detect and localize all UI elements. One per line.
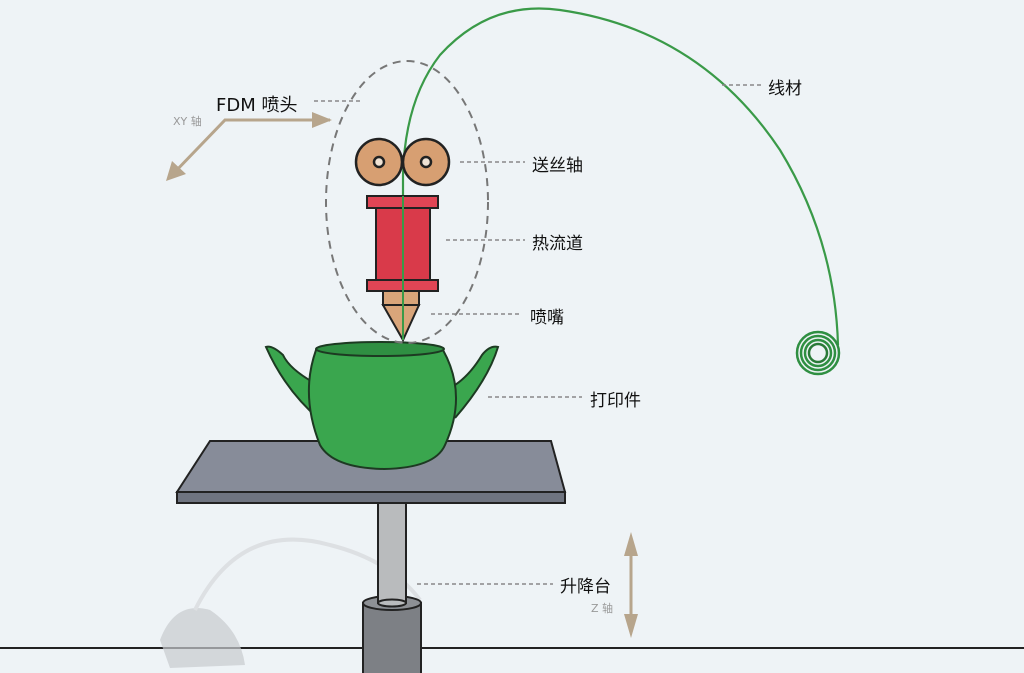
label-fdm-head: FDM 喷头 [216, 95, 298, 116]
filament-spool [795, 330, 841, 376]
lift-column [362, 499, 422, 673]
label-nozzle: 喷嘴 [530, 308, 564, 328]
label-filament: 线材 [768, 79, 802, 99]
feed-rollers [354, 137, 451, 187]
teapot-print [264, 341, 500, 471]
label-feed-roller: 送丝轴 [532, 156, 583, 176]
filament-strand [401, 7, 840, 346]
label-xy-axis: XY 轴 [173, 115, 202, 128]
label-z-axis: Z 轴 [591, 602, 614, 615]
label-lift-platform: 升降台 [560, 577, 611, 597]
label-hot-end: 热流道 [532, 234, 583, 254]
label-print-part: 打印件 [590, 391, 641, 411]
xy-axis-arrow [166, 112, 332, 181]
z-axis-arrow [624, 532, 638, 638]
shadow [160, 608, 245, 668]
fdm-head-outline [325, 60, 489, 344]
leader-lines [314, 84, 762, 585]
